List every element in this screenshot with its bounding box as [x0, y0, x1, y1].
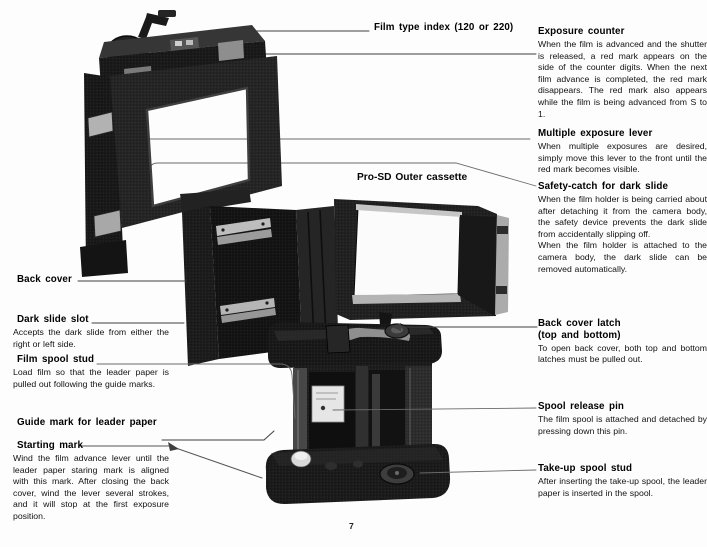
callout-title: Spool release pin [538, 401, 625, 412]
callout-title: Guide mark for leader paper [17, 417, 157, 428]
latch-arrowhead [392, 323, 401, 331]
callout-takeup-spool-stud: Take-up spool stud After inserting the t… [538, 463, 707, 499]
callout-title: Back cover latch [538, 318, 621, 329]
callout-back-cover: Back cover [17, 274, 169, 286]
cover-top-edge [180, 189, 251, 213]
callout-title: Multiple exposure lever [538, 128, 653, 139]
callout-guide-mark: Guide mark for leader paper [17, 417, 169, 429]
callout-title: Film spool stud [17, 354, 95, 365]
callout-title: Take-up spool stud [538, 463, 633, 474]
callout-body: When multiple exposures are desired, sim… [538, 141, 707, 175]
callout-title: Exposure counter [538, 26, 625, 37]
leader-film-spool-stud [96, 363, 296, 419]
pro-sd-outer-cassette-label: Pro-SD Outer cassette [357, 172, 468, 183]
callout-spool-release-pin: Spool release pin The film spool is atta… [538, 401, 707, 437]
handle-clasp [325, 324, 351, 354]
hinge-clip-upper [87, 111, 114, 138]
silver-button-right [218, 40, 244, 61]
film-rail-bottom [352, 294, 461, 304]
starting-mark-arrowhead [168, 442, 179, 451]
leader-takeup-spool-stud [419, 469, 537, 474]
film-gate-window [353, 207, 461, 297]
callout-exposure-counter: Exposure counter When the film is advanc… [538, 26, 707, 120]
hinge-clip-lower [93, 209, 122, 238]
leader-guide-mark [161, 430, 275, 441]
cassette-hinge [296, 206, 338, 348]
callout-dark-slide-slot: Dark slide slot Accepts the dark slide f… [13, 314, 169, 350]
leader-spool-release-pin [332, 407, 537, 411]
figure-film-holder-back-photo [80, 10, 282, 277]
callout-body: The film spool is attached and detached … [538, 414, 707, 436]
figure-inner-holder-photo [265, 322, 451, 505]
callout-body: To open back cover, both top and bottom … [538, 342, 707, 365]
callout-safety-catch: Safety-catch for dark slide When the fil… [538, 181, 707, 275]
leader-lines-over [77, 280, 538, 479]
center-post [356, 366, 368, 455]
callout-title: Starting mark [17, 440, 84, 451]
callout-multiple-exposure-lever: Multiple exposure lever When multiple ex… [538, 128, 707, 176]
callout-body: Load film so that the leader paper is pu… [13, 367, 169, 389]
callout-body: After inserting the take-up spool, the l… [538, 476, 707, 498]
figure-outer-cassette-photo [180, 189, 509, 366]
chamber-label [311, 385, 345, 423]
callout-title: Film type index (120 or 220) [374, 22, 514, 33]
roller-left [293, 368, 307, 457]
crank-lever [138, 13, 169, 39]
callout-title: Dark slide slot [17, 314, 89, 325]
callout-back-cover-latch: Back cover latch (top and bottom) To ope… [538, 318, 707, 366]
callout-film-type-index: Film type index (120 or 220) [374, 22, 513, 34]
callout-body: Wind the film advance lever until the le… [13, 453, 169, 521]
callout-body: Accepts the dark slide from either the r… [13, 327, 169, 349]
callout-starting-mark: Starting mark Wind the film advance leve… [13, 440, 169, 523]
callout-film-spool-stud: Film spool stud Load film so that the le… [13, 354, 169, 390]
pressure-plate-strap-lower [220, 298, 276, 323]
film-rail-top [356, 204, 462, 217]
pressure-plate-strap-upper [216, 218, 272, 245]
callout-title-line2: (top and bottom) [538, 329, 621, 341]
callout-body: When the film holder is being carried ab… [538, 194, 707, 274]
holder-foot [80, 240, 128, 277]
callout-title: Back cover [17, 274, 72, 285]
callout-title: Safety-catch for dark slide [538, 181, 669, 192]
page-number: 7 [349, 521, 354, 531]
callout-body: When the film is advanced and the shutte… [538, 39, 707, 119]
